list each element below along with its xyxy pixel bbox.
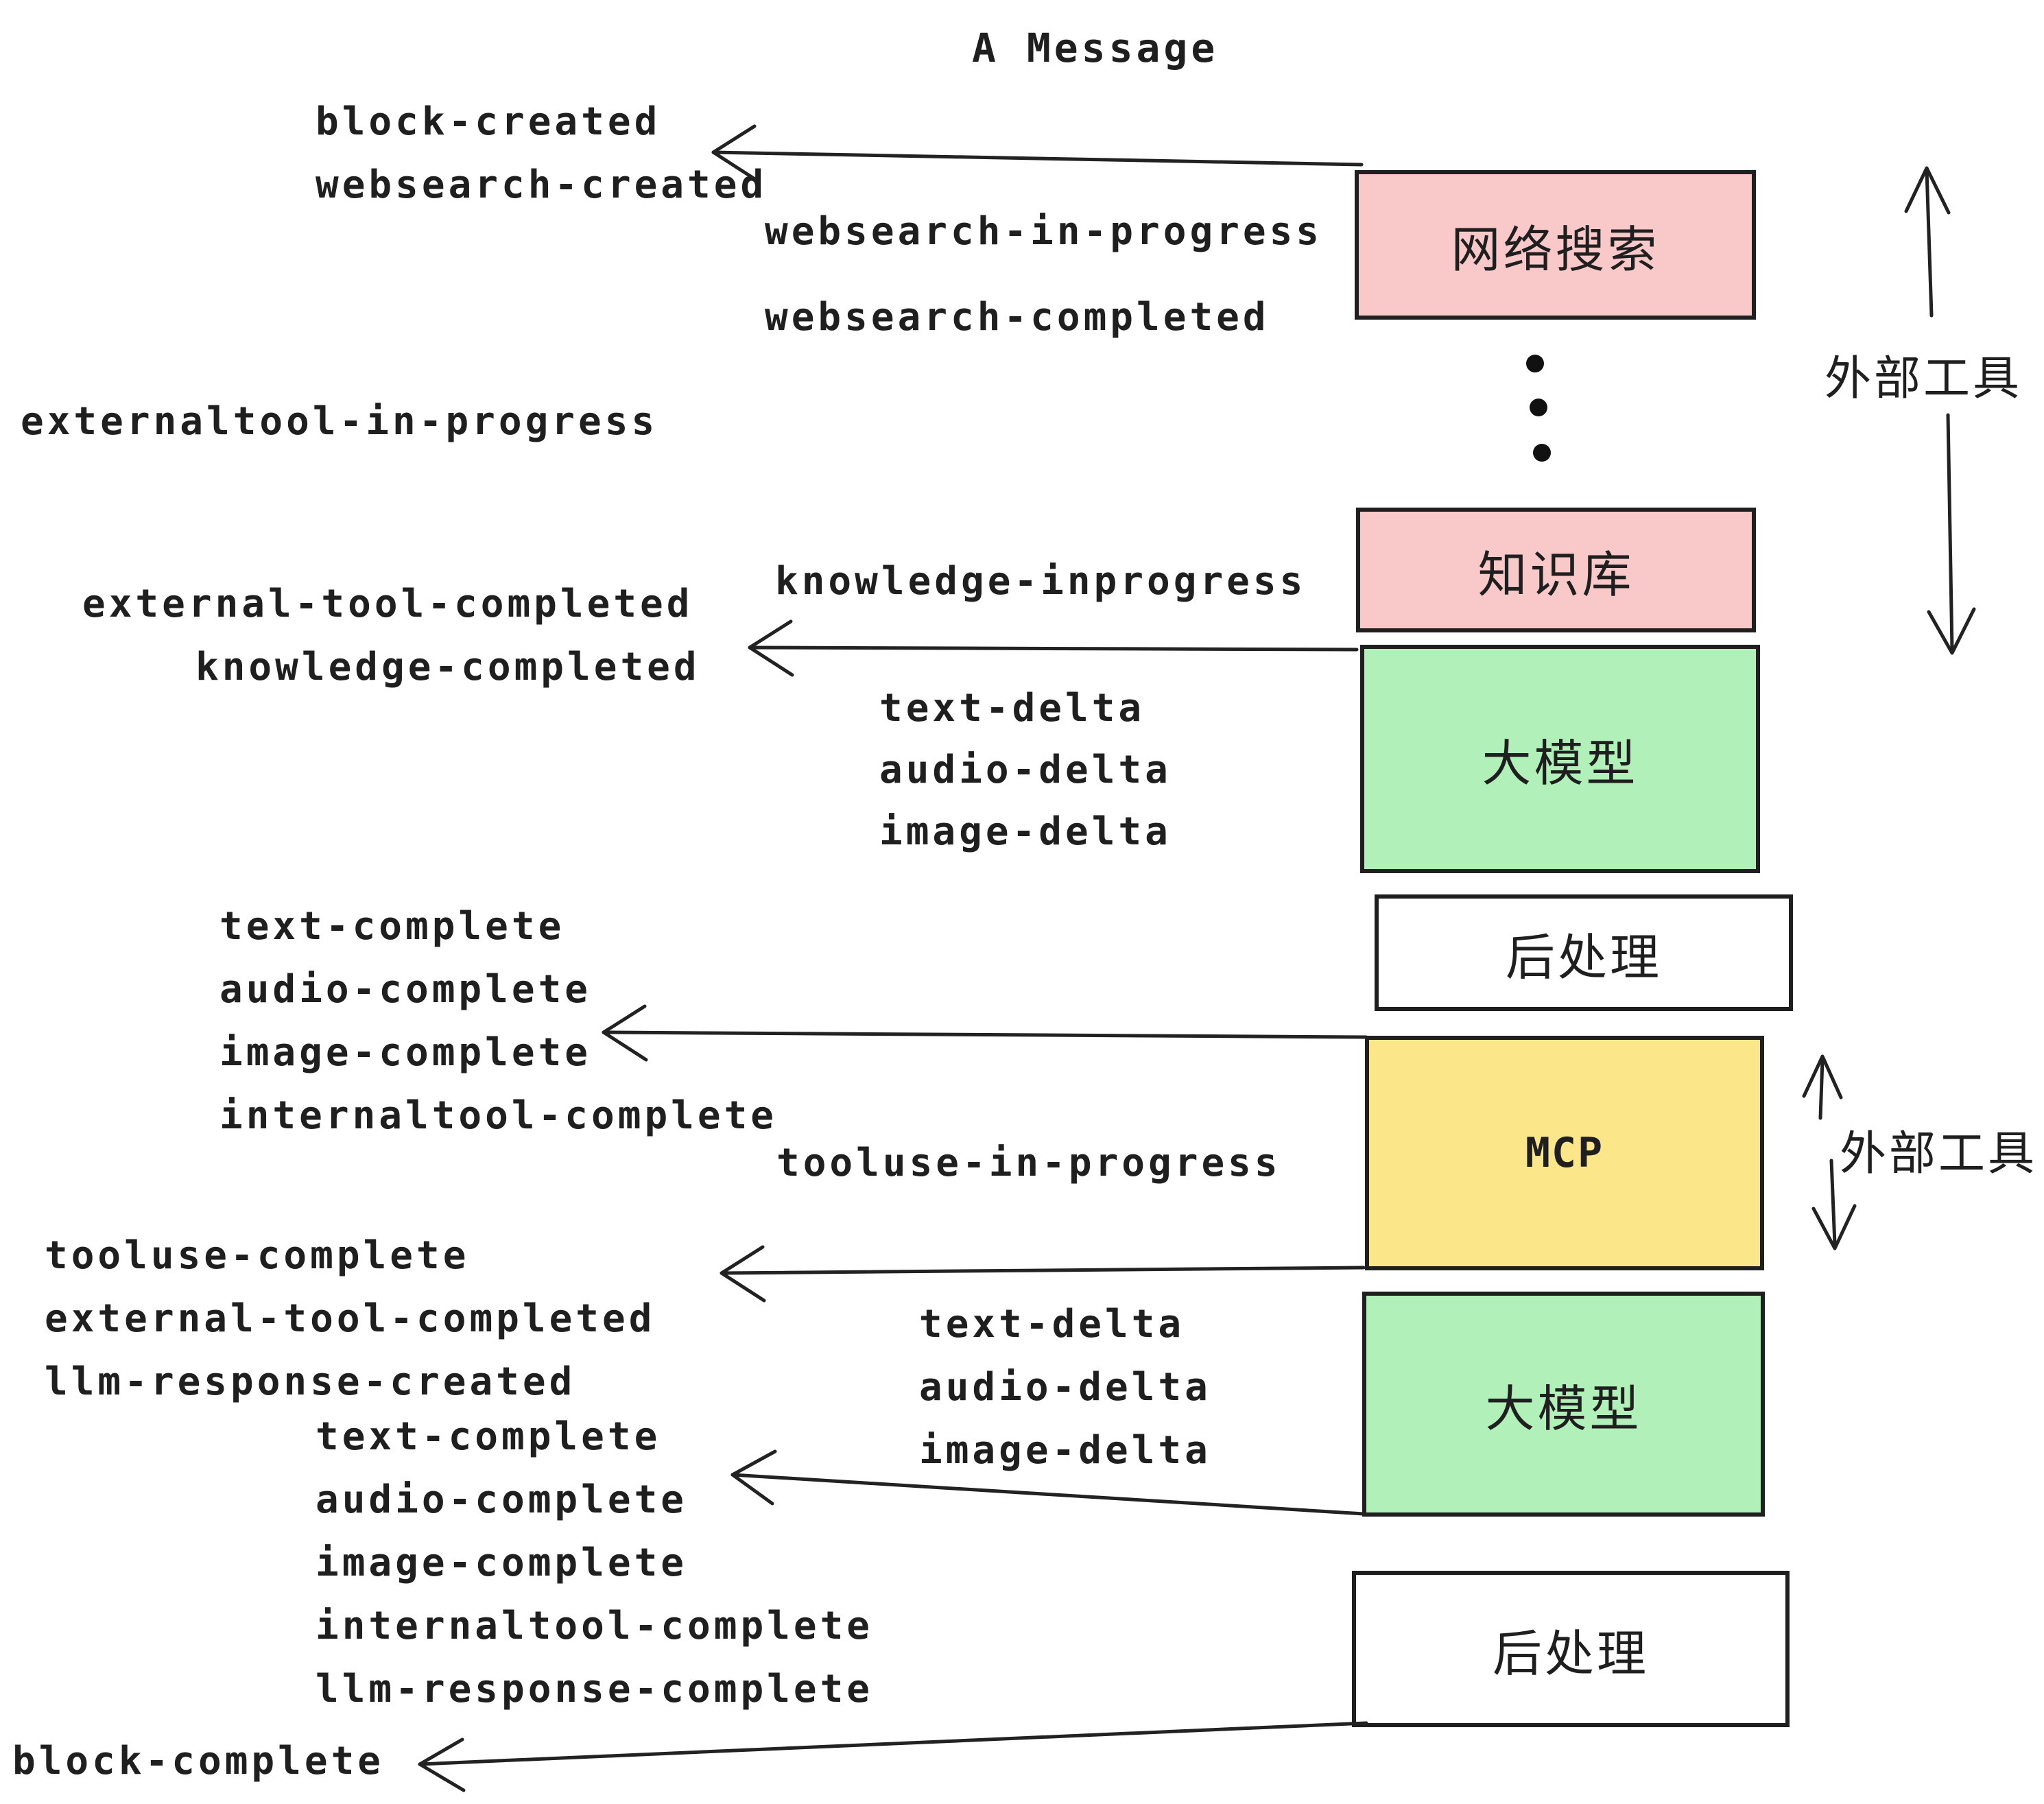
event-text-delta-2: text-delta [919, 1302, 1185, 1346]
label-external-tools-bottom: 外部工具 [1840, 1127, 2038, 1181]
diagram-title: A Message [972, 25, 1219, 71]
external-tools-bottom-up-arrow-icon [1802, 1054, 1843, 1120]
event-block-complete: block-complete [12, 1739, 385, 1783]
box-postprocess-second-label: 后处理 [1492, 1624, 1649, 1683]
box-knowledge: 知识库 [1356, 508, 1756, 632]
event-tooluse-complete: tooluse-complete [45, 1233, 470, 1278]
event-audio-delta-1: audio-delta [879, 748, 1172, 792]
event-audio-complete-1: audio-complete [219, 967, 592, 1012]
arrow-to-knowledge-completed-icon [748, 619, 1359, 677]
label-external-tools-top: 外部工具 [1825, 352, 2023, 406]
box-llm-first-label: 大模型 [1482, 735, 1639, 792]
event-image-delta-2: image-delta [919, 1428, 1211, 1473]
event-websearch-in-progress: websearch-in-progress [765, 209, 1323, 254]
event-websearch-created: websearch-created [316, 163, 768, 207]
event-knowledge-inprogress: knowledge-inprogress [775, 559, 1307, 604]
event-knowledge-completed: knowledge-completed [195, 645, 700, 689]
box-mcp-label: MCP [1525, 1129, 1604, 1177]
event-text-complete-2: text-complete [316, 1414, 661, 1459]
box-postprocess-first-label: 后处理 [1505, 928, 1662, 986]
event-internaltool-complete-1: internaltool-complete [219, 1093, 778, 1138]
event-llm-response-created: llm-response-created [45, 1360, 576, 1404]
box-mcp: MCP [1365, 1036, 1764, 1270]
event-tooluse-in-progress: tooluse-in-progress [776, 1141, 1281, 1185]
box-llm-second-label: 大模型 [1485, 1379, 1642, 1438]
event-audio-complete-2: audio-complete [316, 1477, 688, 1522]
arrow-to-tooluse-complete-icon [720, 1245, 1366, 1303]
event-text-delta-1: text-delta [879, 686, 1145, 731]
box-postprocess-second: 后处理 [1352, 1571, 1790, 1727]
event-external-tool-completed-1: external-tool-completed [82, 582, 693, 626]
vertical-ellipsis-icon [1526, 355, 1551, 462]
event-image-delta-1: image-delta [879, 809, 1172, 854]
event-external-tool-completed-2: external-tool-completed [45, 1296, 656, 1341]
arrow-to-block-complete-icon [418, 1721, 1368, 1792]
external-tools-top-down-arrow-icon [1927, 413, 1976, 655]
box-websearch-label: 网络搜索 [1451, 220, 1660, 278]
arrow-to-block-created-icon [711, 124, 1364, 182]
event-websearch-completed: websearch-completed [765, 295, 1270, 340]
box-knowledge-label: 知识库 [1477, 545, 1635, 604]
external-tools-top-up-arrow-icon [1904, 166, 1951, 318]
event-internaltool-complete-2: internaltool-complete [316, 1604, 874, 1648]
box-llm-first: 大模型 [1360, 645, 1760, 873]
event-llm-response-complete: llm-response-complete [316, 1667, 874, 1711]
event-image-complete-2: image-complete [316, 1541, 688, 1585]
event-audio-delta-2: audio-delta [919, 1365, 1211, 1410]
box-llm-second: 大模型 [1362, 1292, 1765, 1517]
box-postprocess-first: 后处理 [1375, 894, 1793, 1011]
box-websearch: 网络搜索 [1355, 170, 1756, 320]
event-externaltool-in-progress: externaltool-in-progress [21, 399, 658, 444]
event-image-complete-1: image-complete [219, 1030, 592, 1075]
event-text-complete-1: text-complete [219, 904, 565, 949]
arrow-to-image-complete-icon [602, 1004, 1368, 1062]
event-block-created: block-created [316, 99, 661, 144]
